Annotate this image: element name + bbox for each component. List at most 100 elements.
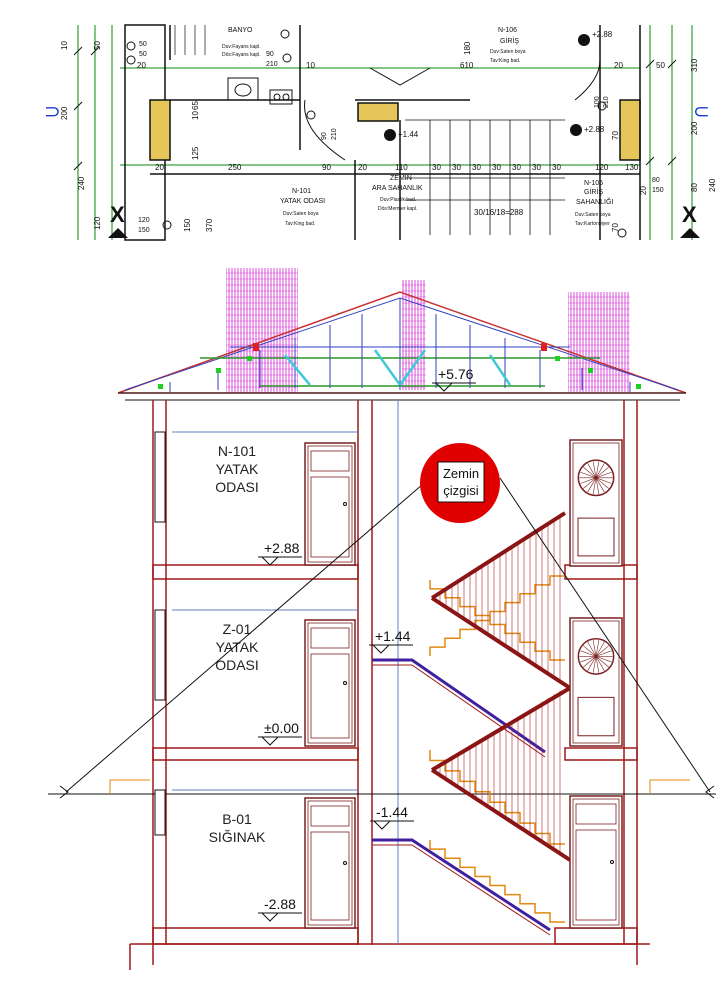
svg-text:+1.44: +1.44 [398,130,419,139]
svg-text:ODASI: ODASI [215,479,259,495]
svg-text:70: 70 [611,223,620,232]
chimney-left-hatch [226,268,298,393]
svg-text:Z-01: Z-01 [223,621,252,637]
svg-text:30: 30 [472,163,481,172]
svg-text:+2.88: +2.88 [592,30,613,39]
svg-text:20: 20 [137,61,146,70]
svg-text:çizgisi: çizgisi [443,483,479,498]
svg-text:⊂: ⊂ [693,101,710,123]
building-section: +5.76 +2.88 +1.44 ±0.00 -1.44 -2.88 N-101 YAT… [48,268,716,970]
level-marker: +1.44 [369,628,413,654]
svg-text:180: 180 [463,41,472,55]
room-label-banyo: BANYO Duv:Fayans kapl. Dös:Fayans kapl. [222,27,261,58]
level-label: -2.88 [264,896,296,912]
svg-text:Duv:Saten boya: Duv:Saten boya [283,211,319,217]
svg-text:ZEMİN: ZEMİN [390,173,412,182]
svg-text:Tav:King bad.: Tav:King bad. [285,221,315,227]
section-marker-right: X [680,202,700,238]
svg-text:30: 30 [452,163,461,172]
svg-text:50: 50 [656,61,665,70]
svg-text:80: 80 [652,177,660,184]
svg-text:250: 250 [228,163,242,172]
svg-text:150: 150 [652,187,664,194]
svg-text:65: 65 [191,101,200,110]
stair-flight [429,580,565,661]
stair-flight [429,840,565,923]
svg-text:150: 150 [183,218,192,232]
svg-text:90: 90 [321,132,328,140]
svg-text:SIĞINAK: SIĞINAK [209,829,266,845]
svg-text:⊃: ⊃ [44,101,61,123]
svg-text:Dös:Mermer kapl.: Dös:Mermer kapl. [378,206,417,212]
svg-text:YATAK ODASI: YATAK ODASI [280,198,325,205]
room-upper-label: N-101 YATAK ODASI [215,443,259,495]
svg-text:120: 120 [595,163,609,172]
svg-text:20: 20 [639,186,648,195]
door [569,439,623,567]
svg-text:125: 125 [191,146,200,160]
svg-text:310: 310 [690,58,699,72]
plan-level-markers [384,34,590,141]
section-marker-left: X [108,202,128,238]
svg-text:30: 30 [432,163,441,172]
level-marker: -1.44 [370,804,414,830]
door [569,795,623,929]
stair-flight [429,575,565,656]
section-levels: +5.76 +2.88 +1.44 ±0.00 -1.44 -2.88 [258,366,476,922]
svg-text:+2.88: +2.88 [584,125,605,134]
svg-text:N-106: N-106 [498,27,517,34]
stair-flight [429,750,565,845]
svg-text:370: 370 [205,218,214,232]
room-lower-label: B-01 SIĞINAK [209,811,266,845]
room-label-n101: N-101 YATAK ODASI Duv:Saten boya Tav:Kin… [280,188,325,227]
svg-text:20: 20 [155,163,164,172]
svg-text:100: 100 [594,96,601,108]
svg-text:90: 90 [266,51,274,58]
ground-line-leaders [59,477,715,799]
floor-plan: X X ⊃ ⊂ BANYO Duv:Fayans kapl. Dös:Fayan… [44,24,716,241]
svg-text:10: 10 [60,41,69,50]
svg-text:30: 30 [492,163,501,172]
svg-text:N-101: N-101 [292,188,311,195]
svg-text:10: 10 [306,61,315,70]
svg-text:YATAK: YATAK [216,639,259,655]
svg-text:210: 210 [266,61,278,68]
svg-text:80: 80 [690,183,699,192]
door [304,442,356,566]
ground-line-callout: Zemin çizgisi [420,443,500,523]
exterior-walls [129,400,650,970]
svg-text:ODASI: ODASI [215,657,259,673]
room-label-n105: N-105 GİRİŞ SAHANLIĞI Duv:Saten boya Tav… [575,180,613,227]
level-marker: ±0.00 [258,720,302,746]
svg-text:X: X [682,202,697,227]
svg-text:Tav:King bad.: Tav:King bad. [490,58,520,64]
door [569,617,623,747]
plan-dimensions: 10 200 240 50 120 50 50 20 120 150 65 10… [60,41,716,234]
level-marker: +5.76 [432,366,476,392]
svg-text:Duv:Saten boya: Duv:Saten boya [575,212,611,218]
svg-text:N-101: N-101 [218,443,256,459]
svg-text:Duv:Fayans kapl.: Duv:Fayans kapl. [222,44,261,50]
svg-text:X: X [110,202,125,227]
chimney-right-hatch [568,292,630,392]
svg-text:50: 50 [139,51,147,58]
level-label: +5.76 [438,366,474,382]
svg-text:YATAK: YATAK [216,461,259,477]
svg-text:GİRİŞ: GİRİŞ [584,187,603,196]
roof [117,291,687,401]
staircase [429,511,572,923]
svg-text:200: 200 [690,121,699,135]
level-label: +1.44 [375,628,411,644]
svg-text:SAHANLIĞI: SAHANLIĞI [576,197,613,206]
svg-text:N-105: N-105 [584,180,603,187]
level-label: +2.88 [264,540,300,556]
landings [372,658,551,936]
svg-text:200: 200 [60,106,69,120]
level-marker: -2.88 [258,896,302,922]
level-label: ±0.00 [264,720,299,736]
svg-text:210: 210 [331,128,338,140]
svg-text:30: 30 [552,163,561,172]
svg-text:20: 20 [614,61,623,70]
svg-text:50: 50 [139,41,147,48]
